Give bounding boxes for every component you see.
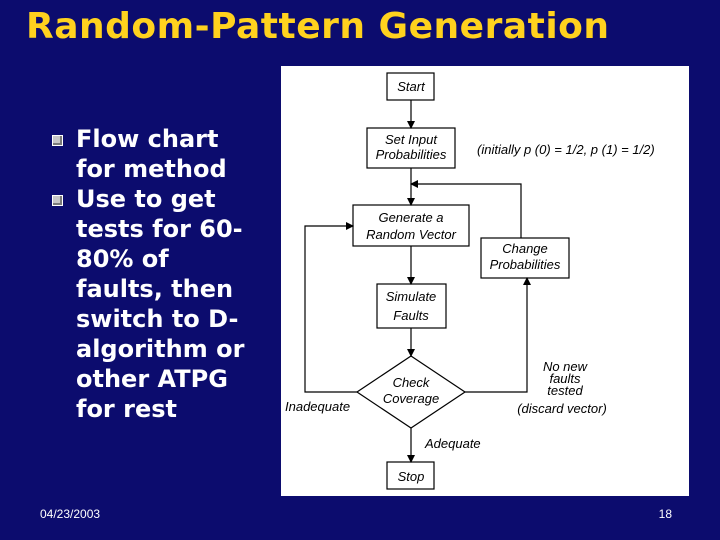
no-new-faults-label: faults [549, 371, 581, 386]
change-label: Change [502, 241, 548, 256]
check-label: Check [393, 375, 431, 390]
arrow-inadequate-loop [304, 222, 357, 393]
bullet-line: for rest [76, 395, 177, 423]
discard-vector-label: (discard vector) [517, 401, 607, 416]
square-bullet-icon [52, 195, 63, 206]
set-input-label: Probabilities [376, 147, 447, 162]
change-box [480, 237, 570, 279]
simulate-label: Simulate [386, 289, 437, 304]
set-input-box [366, 127, 456, 169]
initial-probabilities-note: (initially p (0) = 1/2, p (1) = 1/2) [477, 142, 655, 157]
flowchart: Start Set Input Probabilities Generate a… [285, 72, 655, 490]
bullet-line: faults, then [76, 275, 234, 303]
check-label: Coverage [383, 391, 439, 406]
generate-label: Random Vector [366, 227, 457, 242]
inadequate-label: Inadequate [285, 399, 350, 414]
bullet-line: 80% of [76, 245, 169, 273]
bullet-item: Flow chart for method [52, 124, 272, 184]
bullet-line: algorithm or [76, 335, 245, 363]
stop-box [386, 461, 435, 490]
start-label: Start [397, 79, 426, 94]
bullet-line: other ATPG [76, 365, 228, 393]
change-label: Probabilities [490, 257, 561, 272]
start-box [386, 72, 435, 101]
page-number: 18 [658, 507, 672, 521]
bullet-line: switch to D- [76, 305, 239, 333]
adequate-label: Adequate [424, 436, 481, 451]
bullet-line: Use to get [76, 185, 216, 213]
simulate-label: Faults [393, 308, 429, 323]
arrow-no-new-faults [465, 277, 531, 393]
square-bullet-icon [52, 135, 63, 146]
footer-date: 04/23/2003 [40, 507, 101, 521]
set-input-label: Set Input [385, 132, 438, 147]
generate-label: Generate a [378, 210, 443, 225]
no-new-faults-label: tested [547, 383, 583, 398]
bullet-line: tests for 60- [76, 215, 243, 243]
arrow-change-to-loop [410, 180, 522, 238]
no-new-faults-label: No new [543, 359, 589, 374]
bullet-item: Use to get tests for 60- 80% of faults, … [52, 184, 272, 424]
bullet-line: for method [76, 155, 227, 183]
bullet-list: Flow chart for method Use to get tests f… [52, 124, 272, 424]
slide-title: Random-Pattern Generation [26, 6, 610, 47]
flowchart-panel: Start Set Input Probabilities Generate a… [281, 66, 689, 496]
stop-label: Stop [398, 469, 425, 484]
bullet-line: Flow chart [76, 125, 219, 153]
